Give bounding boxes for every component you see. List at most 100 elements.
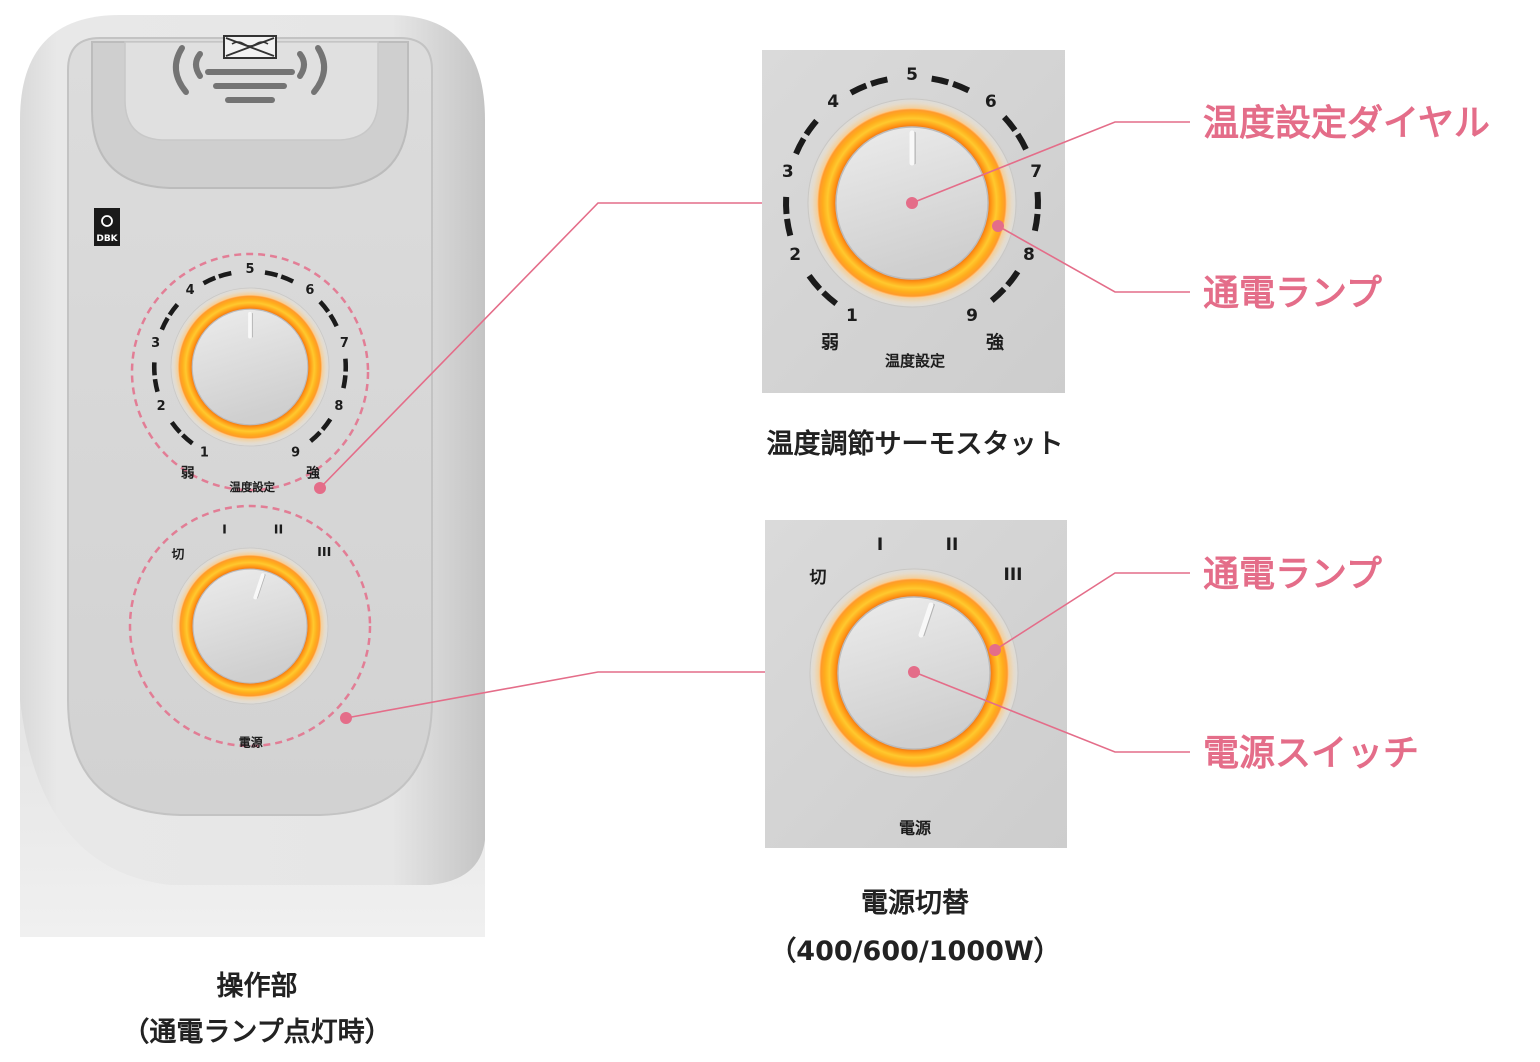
temperature-scale-2: 2 (789, 245, 801, 265)
scale-arc-segment (783, 191, 794, 237)
leader-device-to-power (340, 671, 765, 724)
power-off-label: 切 (172, 547, 185, 562)
callout-label-temperature-lamp: 通電ランプ (1203, 273, 1382, 314)
vent-cover (124, 41, 379, 141)
temperature-scale-4: 4 (827, 92, 839, 112)
power-level-1-label: I (222, 523, 227, 538)
temperature-scale-3: 3 (151, 336, 160, 351)
vent-slot (193, 51, 203, 79)
device-temperature-dial: 123456789弱強温度設定 (151, 262, 349, 494)
vent-slot (173, 45, 189, 95)
leader-dot (340, 712, 352, 724)
scale-arc-segment (167, 417, 194, 446)
leader-line (319, 202, 762, 489)
callout-dot (908, 666, 920, 678)
callout-dot (989, 644, 1001, 656)
do-not-cover-icon-cross (225, 37, 275, 57)
temperature-scale-4: 4 (186, 283, 195, 298)
caption-control-panel: 操作部 (217, 970, 298, 1002)
callout-label-power-lamp: 通電ランプ (1203, 554, 1382, 595)
callout-leader-line (911, 121, 1190, 204)
scale-arc-segment (1001, 115, 1031, 156)
scale-arc-segment (849, 75, 893, 96)
callout-dot (906, 197, 918, 209)
temperature-scale-6: 6 (305, 283, 314, 298)
caption-power-select-note: （400/600/1000W） (769, 936, 1060, 967)
temperature-scale-2: 2 (157, 399, 166, 414)
knob-pointer-mark (918, 602, 934, 638)
scale-arc-segment (264, 270, 298, 286)
caption-thermostat: 温度調節サーモスタット (767, 428, 1064, 460)
callout-temperature-dial: 温度設定ダイヤル (906, 103, 1490, 209)
temperature-dial-name: 温度設定 (229, 480, 275, 494)
highlight-ring-power (128, 504, 372, 748)
temperature-scale-5: 5 (906, 65, 918, 85)
logo-mark-icon (101, 215, 113, 227)
temperature-scale-9: 9 (291, 445, 300, 460)
vent-slot (311, 45, 327, 95)
scale-arc-segment (202, 270, 236, 286)
scale-arc-segment (306, 417, 333, 446)
callout-power-lamp: 通電ランプ (989, 554, 1382, 656)
knob-pointer-mark (253, 573, 265, 600)
temperature-scale-5: 5 (246, 262, 255, 277)
power-level-2-label: II (946, 535, 959, 555)
callout-leader-line (913, 671, 1190, 753)
power-level-1-label: I (877, 535, 883, 555)
temperature-scale-8: 8 (334, 399, 343, 414)
power-dial-name: 電源 (899, 819, 931, 838)
heater-lower-shell (20, 700, 485, 937)
callout-leader-line (994, 572, 1190, 651)
caption-control-panel-note: （通電ランプ点灯時） (122, 1017, 391, 1048)
callout-label-temperature-dial: 温度設定ダイヤル (1203, 103, 1490, 144)
temperature-dial-name: 温度設定 (885, 352, 945, 370)
scale-arc-segment (1030, 191, 1041, 237)
power-level-3-label: III (1004, 565, 1023, 585)
callout-dot (992, 220, 1004, 232)
caption-power-select: 電源切替 (861, 888, 970, 919)
callout-label-power-switch: 電源スイッチ (1203, 733, 1419, 774)
power-level-3-label: III (317, 545, 331, 560)
scale-arc-segment (318, 300, 341, 331)
scale-arc-segment (931, 75, 975, 96)
temperature-low-label: 弱 (821, 333, 839, 354)
leader-dot (314, 482, 326, 494)
scale-arc-segment (151, 358, 160, 393)
knob-face (191, 308, 309, 426)
temperature-high-label: 強 (986, 332, 1004, 354)
callout-power-switch: 電源スイッチ (908, 666, 1419, 774)
do-not-cover-icon-waves (231, 41, 269, 47)
vent-slot (297, 51, 307, 79)
temperature-scale-6: 6 (985, 92, 997, 112)
temperature-scale-3: 3 (782, 162, 794, 182)
knob-face (192, 568, 308, 684)
temperature-scale-1: 1 (200, 445, 209, 460)
temperature-scale-1: 1 (846, 306, 858, 326)
scale-arc-segment (985, 269, 1021, 306)
callout-temperature-lamp: 通電ランプ (992, 220, 1382, 314)
scale-arc-segment (340, 358, 349, 393)
callout-leader-line (997, 225, 1190, 293)
temperature-high-label: 強 (306, 464, 320, 481)
logo-plate (94, 208, 120, 246)
power-level-2-label: II (274, 523, 284, 538)
highlight-ring-temperature (130, 252, 370, 492)
scale-arc-segment (159, 300, 182, 331)
leader-line (345, 671, 765, 719)
logo-text: DBK (96, 234, 118, 244)
temperature-scale-9: 9 (966, 306, 978, 326)
temperature-low-label: 弱 (181, 465, 195, 481)
scale-arc-segment (803, 269, 839, 306)
temperature-scale-7: 7 (1030, 162, 1042, 182)
leader-device-to-thermostat (314, 202, 762, 494)
do-not-cover-icon (223, 35, 277, 59)
dbk-logo: DBK (94, 208, 120, 246)
scale-arc-segment (793, 115, 823, 156)
temperature-scale-8: 8 (1023, 245, 1035, 265)
vent-grille (173, 45, 327, 103)
